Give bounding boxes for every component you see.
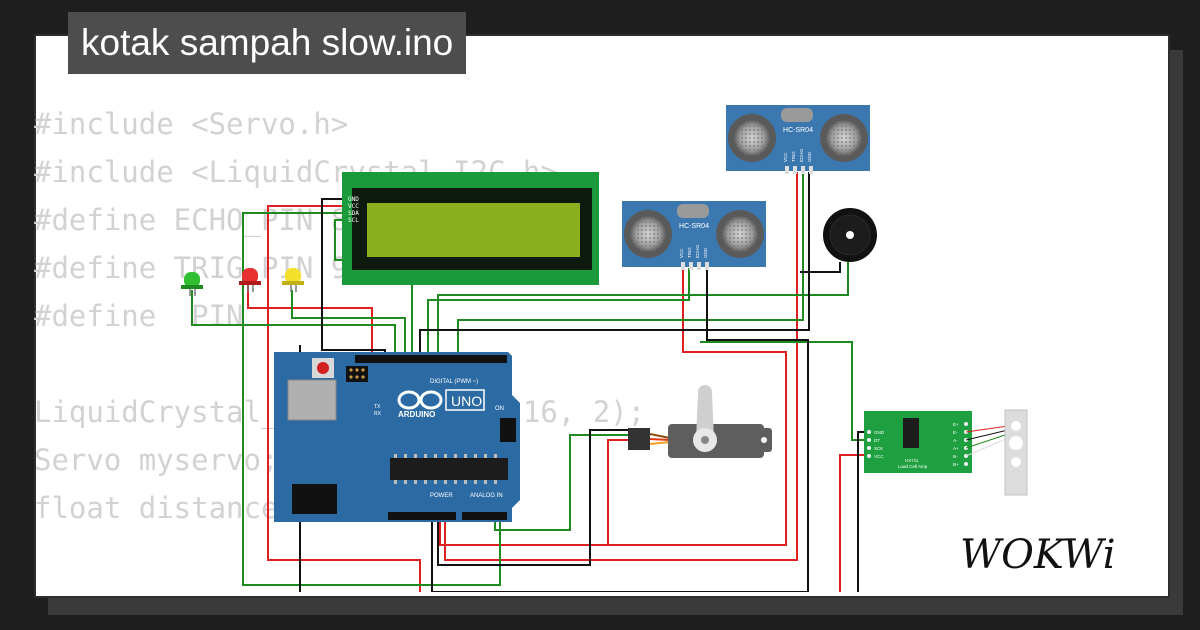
code-line: Servo myservo;	[34, 443, 279, 477]
hx711-pin-label: A-	[953, 438, 958, 443]
wire-red[interactable]	[444, 172, 798, 561]
lcd-pin-label: SDA	[348, 210, 359, 217]
wokwi-logo: WOKWi	[960, 532, 1116, 578]
hx711-pin-label: VCC	[874, 454, 884, 459]
load-cell[interactable]	[1004, 409, 1028, 496]
preview-card	[34, 34, 1170, 598]
ultrasonic-pin-label: ECHO	[799, 148, 804, 162]
analog-header-label: ANALOG IN	[470, 493, 503, 499]
ultrasonic-label: HC-SR04	[783, 127, 813, 134]
hx711-label: HX711	[905, 458, 919, 463]
ultrasonic-pin-label: GND	[807, 151, 812, 162]
servo-motor[interactable]	[628, 385, 772, 458]
code-background: #include <Servo.h>#include <LiquidCrysta…	[34, 100, 645, 532]
ultrasonic-pin-label: TRIG	[791, 151, 796, 162]
hx711-pin-label: SCK	[874, 446, 883, 451]
arduino-tx-label: TX	[374, 404, 381, 410]
arduino-uno-board[interactable]: DIGITAL (PWM ~) ARDUINO UNO ON TX RX	[274, 352, 520, 522]
wire-green[interactable]	[334, 219, 413, 357]
ultrasonic-sensor-bottom[interactable]: HC-SR04 VCC TRIG ECHO GND	[622, 201, 766, 270]
lcd-pin-label: SCL	[348, 217, 359, 224]
wire-green[interactable]	[494, 434, 634, 531]
code-line: #define TRIG_PIN 9	[34, 251, 349, 285]
led-yellow[interactable]	[282, 268, 304, 292]
hx711-sublabel: Load Cell Amp	[898, 464, 928, 469]
wire-black[interactable]	[800, 262, 841, 273]
ultrasonic-pin-label: GND	[703, 247, 708, 258]
wire-green[interactable]	[457, 172, 804, 357]
wires	[191, 172, 866, 600]
wokwi-logo-text: WOKWi	[960, 532, 1116, 578]
hx711-pin-label: B-	[953, 454, 958, 459]
arduino-brand: ARDUINO	[398, 410, 435, 419]
wire-black[interactable]	[431, 268, 809, 592]
ultrasonic-label: HC-SR04	[679, 223, 709, 230]
wire-green[interactable]	[191, 290, 396, 357]
wire-green[interactable]	[242, 212, 501, 586]
lcd-pin-label: VCC	[348, 203, 359, 210]
wire-black[interactable]	[857, 431, 866, 600]
arduino-on-label: ON	[495, 406, 504, 412]
wire-red[interactable]	[267, 205, 421, 600]
lcd-module[interactable]: GND VCC SDA SCL	[342, 172, 599, 285]
hx711-pin-label: GND	[874, 430, 885, 435]
wire-red[interactable]	[247, 285, 373, 357]
hx711-module[interactable]: GND DT SCK VCC E+ E- A- A+ B- B+ HX711 L…	[864, 411, 1009, 473]
project-title: kotak sampah slow.ino	[68, 12, 467, 74]
ultrasonic-pin-label: VCC	[679, 248, 684, 258]
wire-red[interactable]	[439, 268, 787, 546]
ultrasonic-pin-label: TRIG	[687, 247, 692, 258]
ultrasonic-sensor-top[interactable]: HC-SR04 VCC TRIG ECHO GND	[726, 105, 870, 174]
ultrasonic-pin-label: ECHO	[695, 244, 700, 258]
wire-green[interactable]	[427, 268, 690, 357]
arduino-model: UNO	[451, 393, 482, 409]
ultrasonic-pin-label: VCC	[783, 152, 788, 162]
code-line: #define PIN	[34, 299, 244, 333]
arduino-rx-label: RX	[374, 411, 382, 417]
digital-header-label: DIGITAL (PWM ~)	[430, 379, 478, 385]
wire-red[interactable]	[839, 454, 866, 600]
wire-green[interactable]	[291, 290, 406, 357]
wire-green[interactable]	[437, 262, 849, 357]
led-red[interactable]	[239, 268, 261, 292]
hx711-pin-label: B+	[953, 462, 959, 467]
led-green[interactable]	[181, 272, 203, 296]
arduino-logo-icon	[397, 390, 443, 410]
code-line: float distance;	[34, 491, 296, 525]
hx711-pin-label: E-	[953, 430, 958, 435]
wire-red[interactable]	[607, 439, 634, 545]
hx711-pin-label: DT	[874, 438, 880, 443]
hx711-pin-label: A+	[953, 446, 959, 451]
lcd-pin-label: GND	[348, 196, 359, 203]
wire-black[interactable]	[419, 172, 810, 357]
code-line: #include <Servo.h>	[34, 107, 349, 141]
power-header-label: POWER	[430, 493, 453, 499]
wire-black[interactable]	[437, 429, 634, 566]
buzzer[interactable]	[823, 208, 877, 262]
hx711-pin-label: E+	[953, 422, 959, 427]
